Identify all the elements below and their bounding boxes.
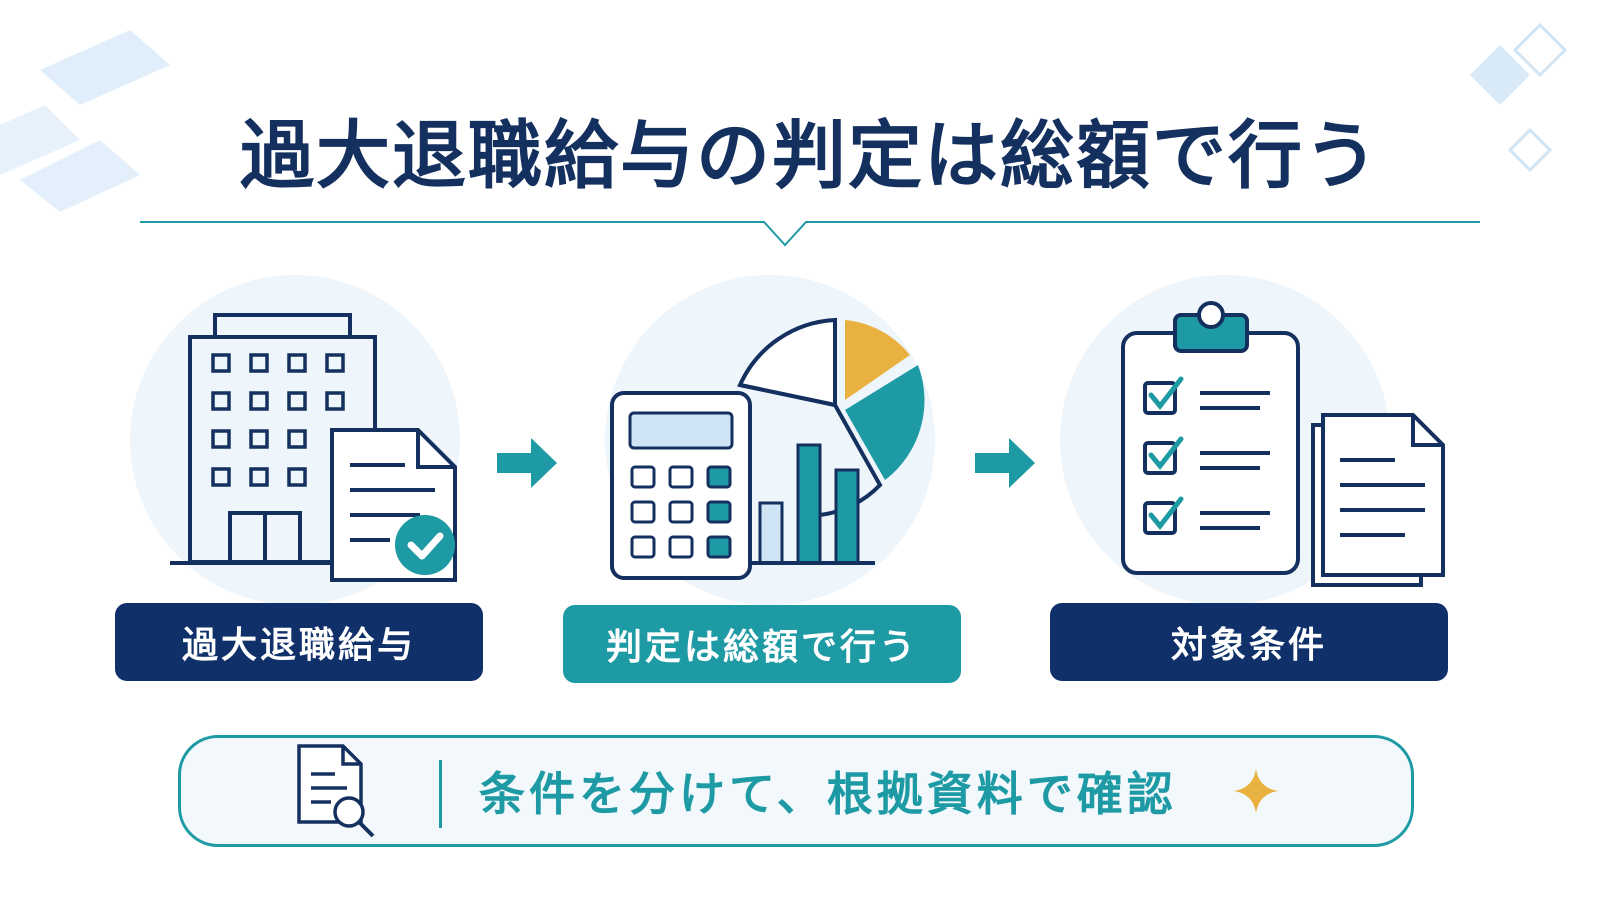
summary-banner: 条件を分けて、根拠資料で確認 [178,735,1414,847]
decorative-diamonds-right [1470,22,1568,173]
document-search-icon [297,744,375,838]
arrow-right-icon [497,438,557,488]
page-title: 過大退職給与の判定は総額で行う [240,113,1380,199]
title-divider [140,221,1480,247]
building-document-check-icon [130,275,460,605]
clipboard-checklist-icon [1060,275,1445,605]
step-label-2: 判定は総額で行う [563,605,961,683]
step-label-3: 対象条件 [1050,603,1448,681]
step-label-1: 過大退職給与 [115,603,483,681]
calculator-chart-icon [605,275,935,605]
decorative-shapes-left [0,30,170,212]
banner-divider [439,760,442,828]
banner-text: 条件を分けて、根拠資料で確認 [479,767,1177,821]
arrow-right-icon [975,438,1035,488]
sparkle-icon [1234,769,1278,813]
